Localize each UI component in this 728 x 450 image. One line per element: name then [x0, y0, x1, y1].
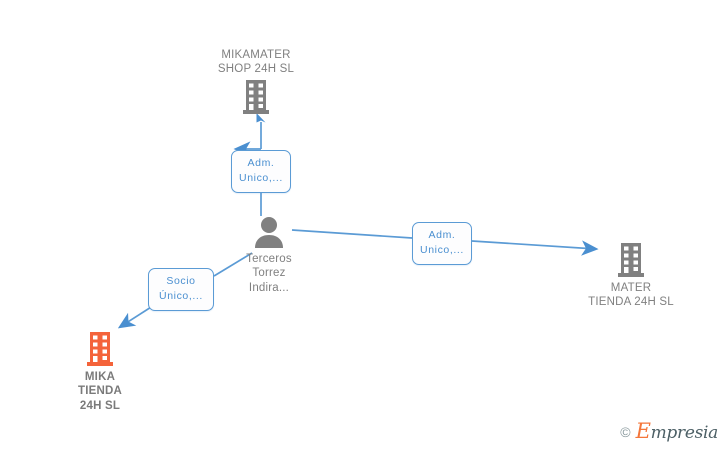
- node-mater-tienda[interactable]: MATER TIENDA 24H SL: [556, 243, 706, 310]
- relation-label-line: Único,...: [159, 290, 203, 303]
- building-icon: [556, 243, 706, 277]
- node-label-line: MIKA: [84, 371, 116, 383]
- empresia-logo: Empresia: [635, 419, 719, 443]
- relation-label-line: Unico,...: [239, 172, 283, 185]
- empresia-logo-capital: E: [635, 419, 651, 443]
- node-label-line: 24H SL: [79, 399, 121, 412]
- node-label-line: Torrez: [252, 267, 286, 280]
- relation-label-socio-unico-mika[interactable]: Socio Único,...: [148, 268, 214, 312]
- node-label-line: MATER: [610, 282, 652, 294]
- node-label-line: TIENDA 24H SL: [588, 296, 674, 309]
- building-icon: [181, 79, 331, 114]
- relation-label-line: Adm.: [247, 157, 275, 169]
- relation-label-adm-unico-mater[interactable]: Adm. Unico,...: [412, 222, 472, 266]
- watermark: © Empresia: [620, 421, 718, 442]
- relation-label-adm-unico-mikamater[interactable]: Adm. Unico,...: [231, 150, 291, 194]
- node-label-line: Terceros: [246, 253, 292, 265]
- person-icon: [194, 216, 344, 248]
- relation-label-line: Unico,...: [420, 244, 464, 257]
- node-mika-tienda[interactable]: MIKA TIENDA 24H SL: [25, 332, 175, 413]
- relation-label-line: Adm.: [428, 229, 456, 241]
- node-label-line: TIENDA: [77, 385, 122, 398]
- node-label-line: MIKAMATER: [221, 49, 291, 61]
- copyright-icon: ©: [620, 423, 631, 440]
- relation-label-line: Socio: [166, 275, 196, 287]
- node-terceros-torrez[interactable]: Terceros Torrez Indira...: [194, 216, 344, 295]
- building-icon: [25, 332, 175, 366]
- empresia-logo-rest: mpresia: [650, 423, 719, 443]
- node-label-line: SHOP 24H SL: [217, 63, 295, 76]
- node-mikamater-shop[interactable]: MIKAMATER SHOP 24H SL: [181, 48, 331, 114]
- node-label-line: Indira...: [248, 281, 290, 294]
